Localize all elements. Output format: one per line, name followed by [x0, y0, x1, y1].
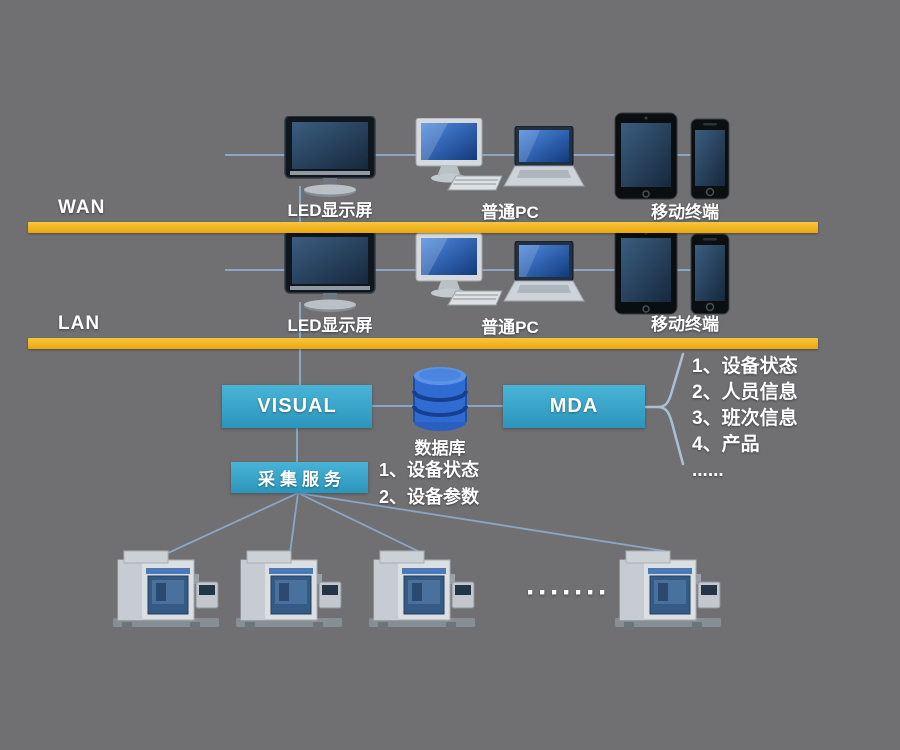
desktop-pc-icon [414, 118, 506, 194]
mda-list-item: 2、人员信息 [692, 382, 798, 403]
mda-list-item: 1、设备状态 [692, 356, 798, 377]
tablet-icon [614, 227, 678, 315]
collect-service-box: 采集服务 [231, 462, 368, 493]
smartphone-icon [690, 233, 730, 315]
wan-bar [28, 222, 818, 233]
collect-to-machines-lines [167, 492, 666, 554]
visual-box: VISUAL [222, 385, 372, 428]
more-machines-ellipsis: ······· [526, 576, 610, 609]
lan-pc-label: 普通PC [481, 318, 539, 337]
lan-led-label: LED显示屏 [287, 316, 373, 335]
mda-box: MDA [503, 385, 645, 428]
laptop-icon [500, 241, 586, 307]
mda-list-item: 3、班次信息 [692, 408, 798, 429]
smartphone-icon [690, 118, 730, 200]
lan-mobile-label: 移动终端 [651, 315, 719, 334]
laptop-icon [500, 126, 586, 192]
led-display-icon [283, 231, 377, 315]
mda-output-list: 1、设备状态 2、人员信息 3、班次信息 4、产品 ...... [692, 354, 798, 484]
lan-label: LAN [58, 313, 101, 334]
wan-pc-label: 普通PC [481, 203, 539, 222]
cnc-machine-icon [366, 548, 478, 632]
wan-led-label: LED显示屏 [287, 201, 373, 220]
wan-mobile-label: 移动终端 [651, 203, 719, 222]
lan-row-drop-line [299, 302, 301, 338]
desktop-pc-icon [414, 233, 506, 309]
database-list-item: 2、设备参数 [379, 487, 480, 507]
led-display-icon [283, 116, 377, 200]
database-content-list: 1、设备状态 2、设备参数 [379, 457, 479, 511]
wan-row-drop-line [299, 186, 301, 222]
database-list-item: 1、设备状态 [379, 460, 480, 480]
tablet-icon [614, 112, 678, 200]
mda-brace [644, 352, 685, 466]
cnc-machine-icon [233, 548, 345, 632]
database-label: 数据库 [414, 439, 466, 458]
database-icon [412, 365, 468, 433]
wan-label: WAN [58, 197, 106, 218]
cnc-machine-icon [110, 548, 222, 632]
visual-to-collect-line [296, 428, 298, 462]
mda-list-item: 4、产品 [692, 434, 760, 455]
lan-to-visual-line [299, 349, 301, 386]
cnc-machine-icon [612, 548, 724, 632]
lan-bar [28, 338, 818, 349]
mda-list-item: ...... [692, 460, 724, 481]
